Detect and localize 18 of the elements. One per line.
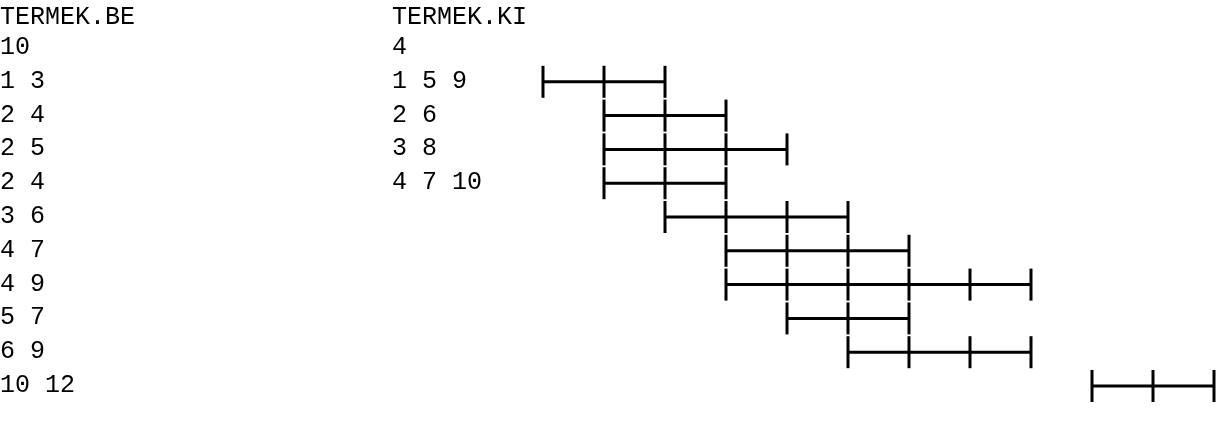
listing-text: 4 (392, 34, 407, 62)
listing-text: 4 7 (0, 236, 45, 265)
listing-text: 2 4 (0, 101, 45, 130)
listing-text: TERMEK.KI (392, 4, 528, 32)
listing-text: 1 3 (0, 67, 45, 96)
listing-text: 6 9 (0, 338, 45, 367)
listing-text: 4 9 (0, 270, 45, 299)
listing-text: 5 7 (0, 304, 45, 333)
listing-text: 2 6 (392, 101, 437, 130)
listing-text: 4 7 10 (392, 169, 482, 198)
listing-text: 1 5 9 (392, 67, 467, 96)
listing-text: 10 (0, 34, 30, 62)
listing-text: 2 5 (0, 135, 45, 164)
listing-text: TERMEK.BE (0, 4, 136, 32)
listing-text: 3 6 (0, 203, 45, 231)
listing-text: 3 8 (392, 135, 437, 164)
listing-text: 2 4 (0, 169, 45, 198)
listing-text: 10 12 (0, 372, 75, 400)
